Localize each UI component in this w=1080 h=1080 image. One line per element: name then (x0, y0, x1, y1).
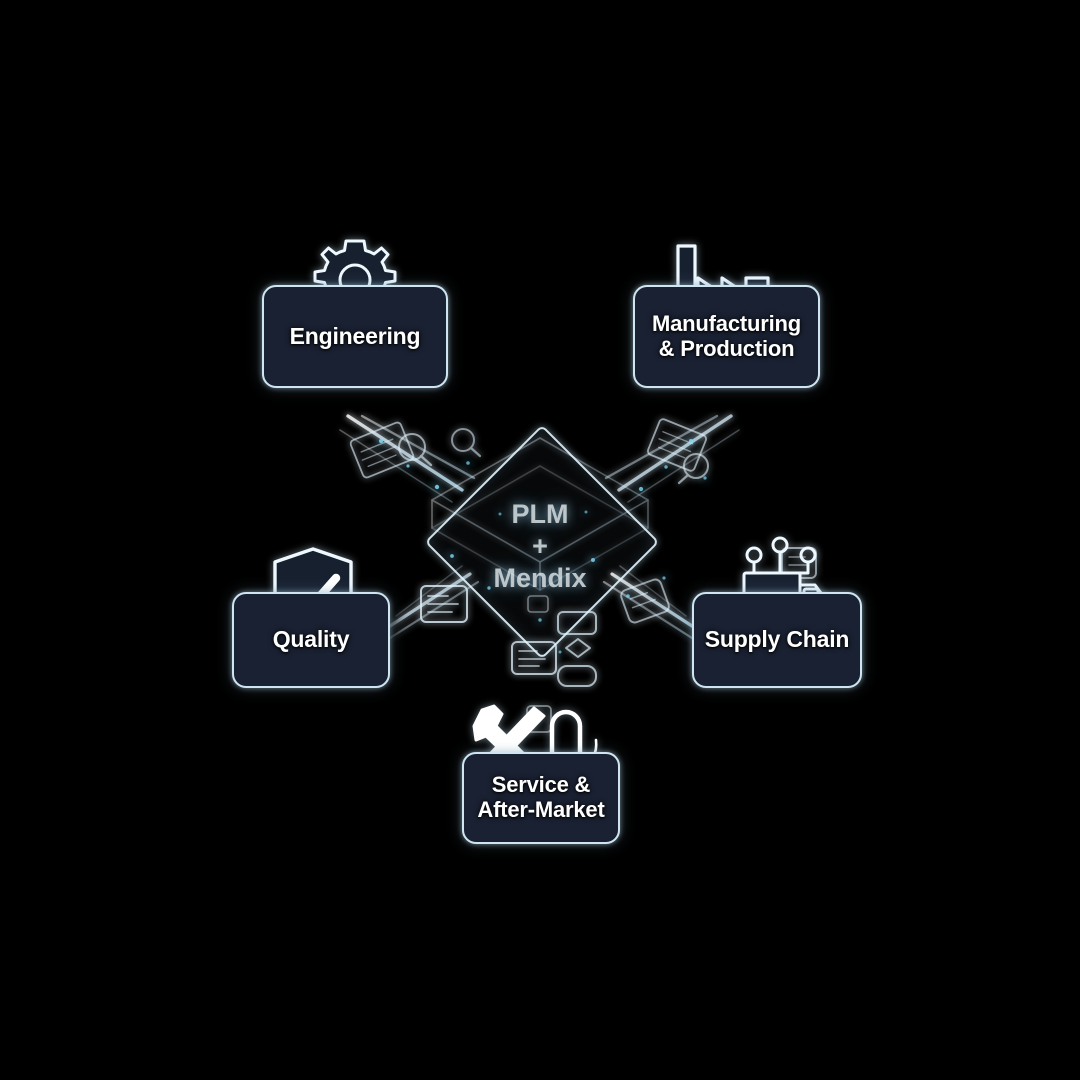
node-manufacturing-production-label: Manufacturing & Production (652, 310, 801, 361)
node-supply-chain[interactable]: Supply Chain (692, 592, 862, 688)
search-glyph (398, 433, 433, 467)
node-service-after-market-label: Service & After-Market (477, 772, 605, 822)
node-engineering[interactable]: Engineering (262, 285, 448, 388)
document-glyph (511, 641, 557, 675)
node-service-after-market[interactable]: Service & After-Market (462, 752, 620, 844)
edge-manufacturing-hub (604, 386, 740, 503)
document-glyph (420, 585, 468, 623)
document-glyph (620, 578, 670, 624)
card-glyph (557, 611, 597, 687)
chip-glyph (349, 421, 415, 479)
plm-mendix-hub[interactable]: PLM + Mendix (424, 424, 660, 660)
spark-dots (379, 439, 707, 654)
search-glyph (451, 428, 482, 458)
search-glyph (677, 453, 709, 485)
node-manufacturing-production[interactable]: Manufacturing & Production (633, 285, 820, 388)
node-engineering-label: Engineering (289, 322, 421, 349)
node-quality[interactable]: Quality (232, 592, 390, 688)
node-supply-chain-label: Supply Chain (704, 626, 850, 653)
edge-quality-hub (388, 565, 480, 640)
node-quality-label: Quality (272, 626, 350, 653)
card-glyph (527, 595, 549, 613)
hub-label: PLM + Mendix (493, 499, 587, 593)
